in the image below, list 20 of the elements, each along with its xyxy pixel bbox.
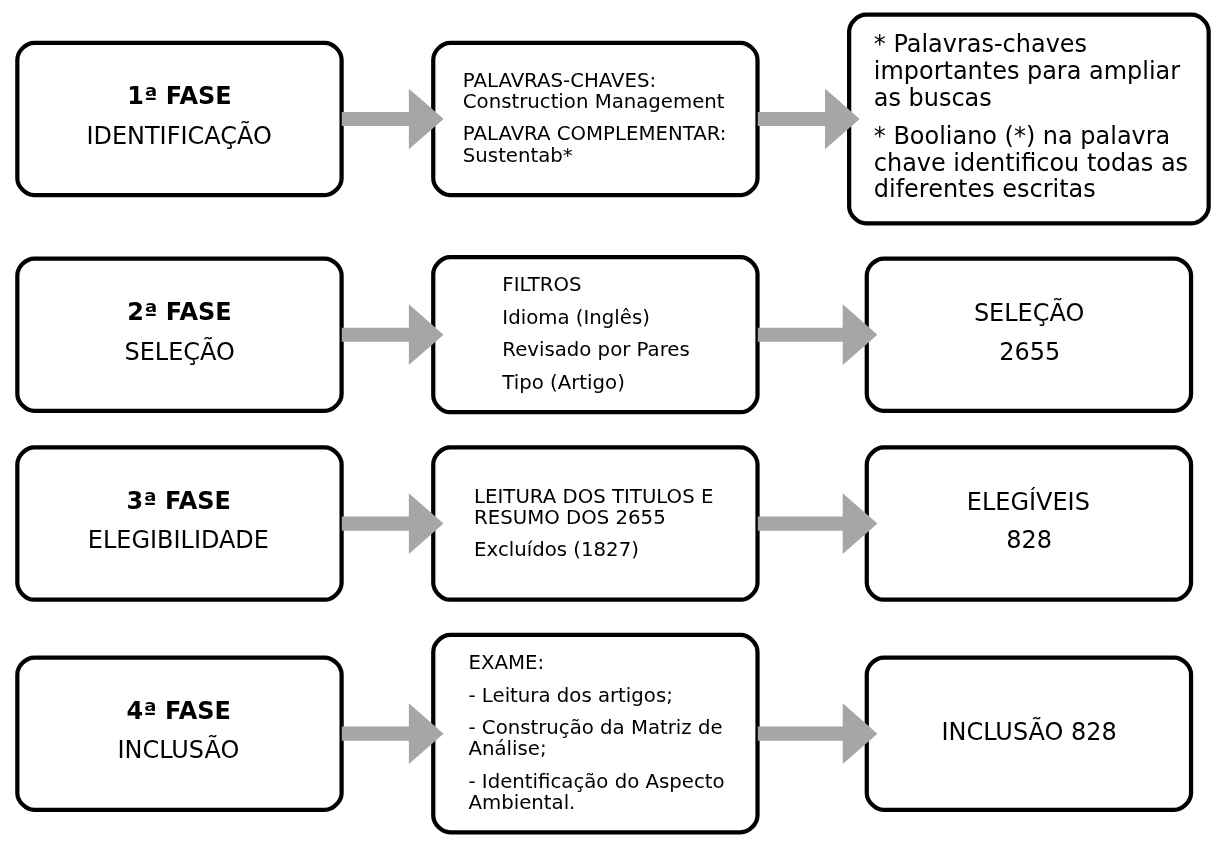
- node-box: 3ª FASE ELEGIBILIDADE: [14, 444, 344, 602]
- node-box: 2ª FASE SELEÇÃO: [14, 255, 344, 413]
- arrow: [757, 303, 877, 365]
- node-box: EXAME: - Leitura dos artigos; - Construção da Matriz de Análise; - Identificação do Aspecto Ambiental.: [430, 632, 760, 834]
- node-box: FILTROS Idioma (Inglês) Revisado por Pares Tipo (Artigo): [430, 254, 760, 414]
- node-box: PALAVRAS-CHAVES: Construction Management PALAVRA COMPLEMENTAR: Sustentab*: [430, 40, 760, 197]
- node-box: SELEÇÃO 2655: [864, 255, 1193, 413]
- arrow: [341, 492, 444, 554]
- arrow: [757, 88, 860, 149]
- arrow: [341, 303, 444, 365]
- node-box: LEITURA DOS TITULOS E RESUMO DOS 2655 Excluídos (1827): [430, 444, 760, 602]
- node-box: 4ª FASE INCLUSÃO: [14, 654, 344, 812]
- node-box: * Palavras-chaves importantes para ampliar as buscas * Booliano (*) na palavra chave identificou todas as diferentes escritas: [846, 12, 1211, 225]
- arrow: [757, 702, 877, 764]
- arrow: [757, 492, 877, 554]
- arrow: [341, 88, 444, 149]
- arrow: [341, 702, 444, 764]
- node-box: ELEGÍVEIS 828: [864, 444, 1193, 602]
- node-box: INCLUSÃO 828: [864, 654, 1193, 812]
- node-box: 1ª FASE IDENTIFICAÇÃO: [14, 40, 344, 197]
